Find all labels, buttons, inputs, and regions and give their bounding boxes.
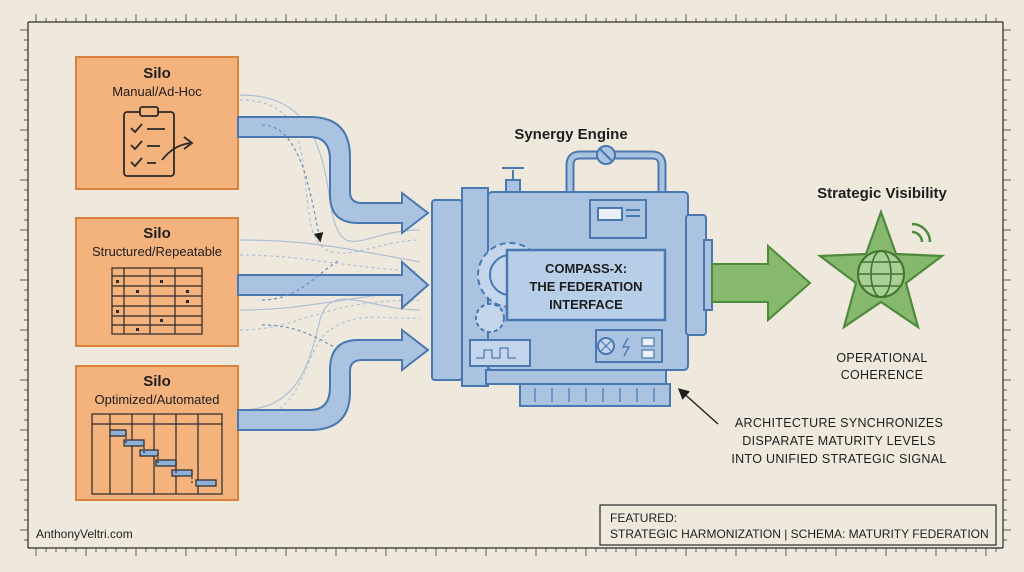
annotation-leader (677, 388, 719, 425)
annotation-line-1: ARCHITECTURE SYNCHRONIZES (735, 416, 943, 430)
star-globe-icon (816, 208, 946, 330)
featured-box: FEATURED: STRATEGIC HARMONIZATION | SCHE… (599, 504, 997, 546)
annotation-line-2: DISPARATE MATURITY LEVELS (742, 434, 935, 448)
clipboard-checklist-icon (123, 106, 194, 177)
spreadsheet-table-icon (111, 267, 203, 335)
engine-label-plate: COMPASS-X: THE FEDERATION INTERFACE (505, 248, 667, 322)
annotation-line-3: INTO UNIFIED STRATEGIC SIGNAL (731, 452, 946, 466)
featured-label: FEATURED: (610, 511, 677, 525)
output-caption-line-1: OPERATIONAL (836, 351, 927, 365)
gantt-chart-icon (91, 413, 223, 495)
dashed-flow-arrows (261, 124, 341, 351)
output-arrow (711, 243, 812, 323)
engine-label-line-3: INTERFACE (549, 297, 623, 312)
silo-optimized-subtitle: Optimized/Automated (94, 392, 219, 407)
ruler-ticks (20, 14, 1011, 556)
silo-structured-subtitle: Structured/Repeatable (92, 244, 222, 259)
silo-manual-title: Silo (143, 65, 171, 82)
silo-manual-subtitle: Manual/Ad-Hoc (112, 84, 202, 99)
engine-title: Synergy Engine (514, 126, 627, 143)
silo-optimized: Silo Optimized/Automated (75, 365, 239, 501)
output-caption-line-2: COHERENCE (841, 368, 924, 382)
site-credit: AnthonyVeltri.com (36, 527, 133, 541)
input-pipes (237, 116, 430, 431)
silo-optimized-title: Silo (143, 373, 171, 390)
engine-label-line-1: COMPASS-X: (545, 261, 627, 276)
engine-label-line-2: THE FEDERATION (529, 279, 642, 294)
silo-structured: Silo Structured/Repeatable (75, 217, 239, 347)
featured-text: STRATEGIC HARMONIZATION | SCHEMA: MATURI… (610, 527, 989, 541)
silo-manual: Silo Manual/Ad-Hoc (75, 56, 239, 190)
silo-structured-title: Silo (143, 225, 171, 242)
output-title: Strategic Visibility (817, 185, 947, 202)
